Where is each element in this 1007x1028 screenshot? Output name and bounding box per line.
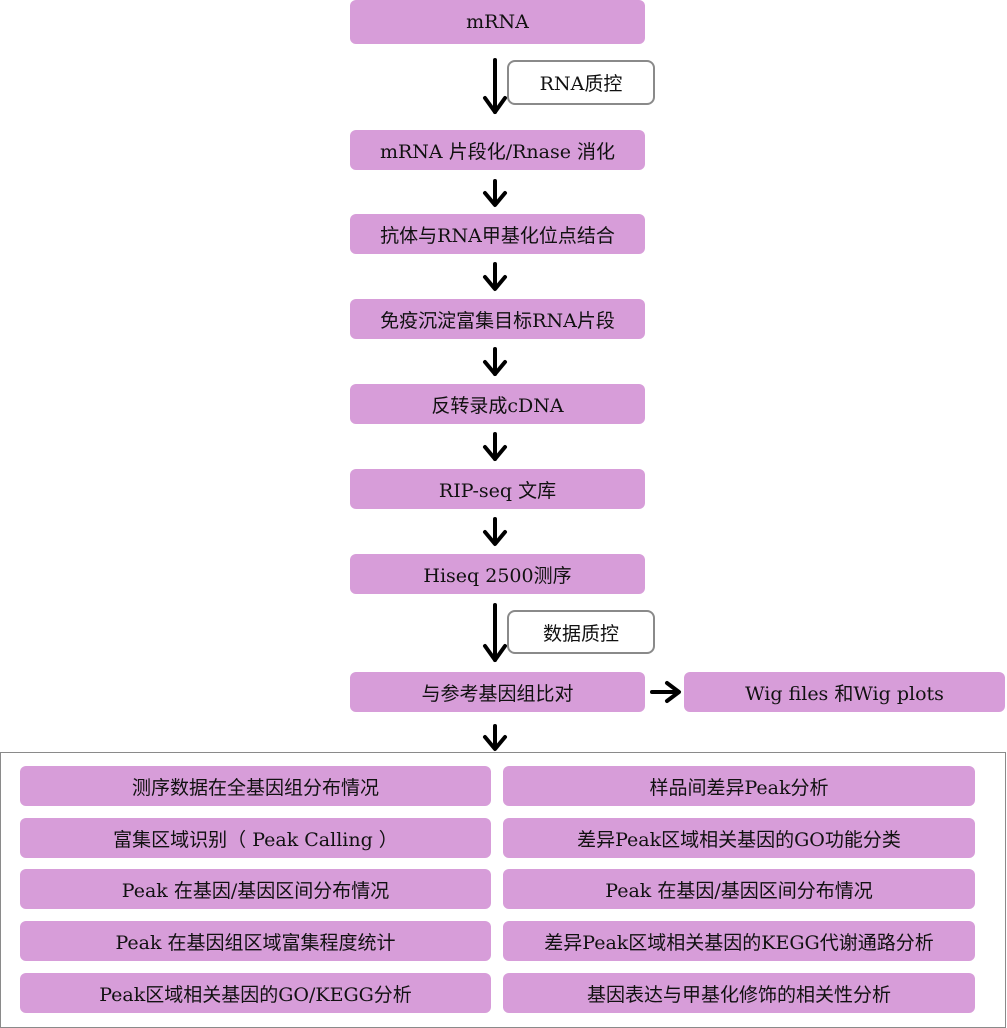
analysis-left-3: Peak 在基因/基因区间分布情况 [20,869,491,909]
arrow-down-5 [483,432,507,461]
analysis-right-2: 差异Peak区域相关基因的GO功能分类 [503,818,975,858]
arrow-down-6 [483,517,507,546]
analysis-left-4: Peak 在基因组区域富集程度统计 [20,921,491,961]
analysis-left-1: 测序数据在全基因组分布情况 [20,766,491,806]
arrow-right-wig [650,681,681,703]
analysis-right-4: 差异Peak区域相关基因的KEGG代谢通路分析 [503,921,975,961]
step-wig: Wig files 和Wig plots [684,672,1005,712]
analysis-right-5: 基因表达与甲基化修饰的相关性分析 [503,973,975,1013]
arrow-down-qc2 [483,603,507,662]
step-antibody-binding: 抗体与RNA甲基化位点结合 [350,214,645,254]
analysis-right-3: Peak 在基因/基因区间分布情况 [503,869,975,909]
qc-rna-box: RNA质控 [507,60,655,105]
analysis-right-1: 样品间差异Peak分析 [503,766,975,806]
step-mrna: mRNA [350,0,645,44]
arrow-down-analysis [483,724,507,751]
step-library: RIP-seq 文库 [350,469,645,509]
step-immunoprecipitation: 免疫沉淀富集目标RNA片段 [350,299,645,339]
step-fragmentation: mRNA 片段化/Rnase 消化 [350,130,645,170]
arrow-down-3 [483,262,507,291]
step-alignment: 与参考基因组比对 [350,672,645,712]
arrow-down-4 [483,347,507,376]
step-sequencing: Hiseq 2500测序 [350,554,645,594]
analysis-left-5: Peak区域相关基因的GO/KEGG分析 [20,973,491,1013]
arrow-down-2 [483,179,507,207]
analysis-left-2: 富集区域识别（ Peak Calling ） [20,818,491,858]
step-reverse-transcription: 反转录成cDNA [350,384,645,424]
qc-data-box: 数据质控 [507,610,655,654]
arrow-down-qc1 [483,58,507,114]
